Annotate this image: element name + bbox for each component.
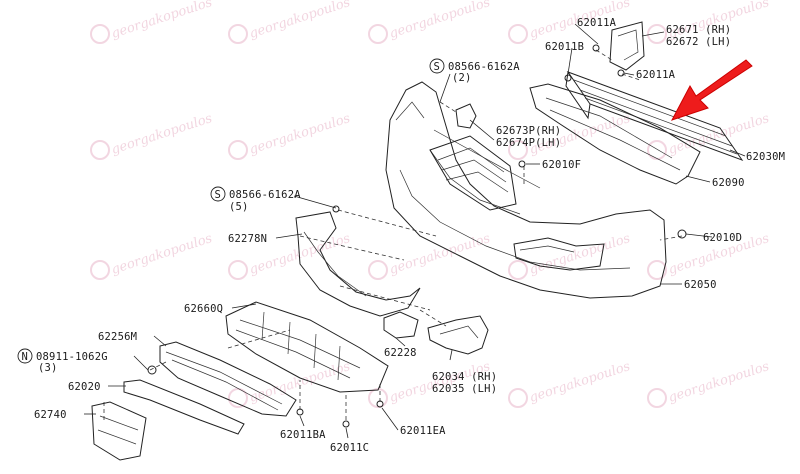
- label-62010D: 62010D: [703, 232, 742, 244]
- fog-bracket-62034: [427, 315, 489, 355]
- watermark-text: georgakopoulos: [110, 111, 215, 158]
- label-62011EA: 62011EA: [400, 425, 446, 437]
- label-62278N: 62278N: [228, 233, 267, 245]
- label-08566-top-qty: (2): [452, 72, 472, 84]
- label-62011BA: 62011BA: [280, 429, 326, 441]
- watermark-12: georgakopoulos: [368, 231, 493, 280]
- watermark-text: georgakopoulos: [248, 111, 353, 158]
- label-62674P: 62674P(LH): [496, 137, 561, 149]
- leader-lines: [84, 23, 746, 439]
- circle-s-letter: S: [215, 189, 222, 201]
- circle-s-badge-top: S: [429, 58, 445, 74]
- label-62660Q: 62660Q: [184, 303, 223, 315]
- watermark-text: georgakopoulos: [388, 0, 493, 42]
- watermark-1: georgakopoulos: [90, 0, 215, 44]
- label-62010F: 62010F: [542, 159, 581, 171]
- watermark-17: georgakopoulos: [508, 359, 633, 408]
- watermark-text: georgakopoulos: [248, 359, 353, 406]
- label-62228: 62228: [384, 347, 417, 359]
- watermark-18: georgakopoulos: [647, 359, 772, 408]
- label-62671: 62671 (RH): [666, 24, 731, 36]
- label-62034: 62034 (RH): [432, 371, 497, 383]
- watermark-7: georgakopoulos: [228, 111, 353, 160]
- label-62020: 62020: [68, 381, 101, 393]
- plate-bracket-62740: [91, 401, 147, 461]
- watermark-13: georgakopoulos: [508, 231, 633, 280]
- watermark-text: georgakopoulos: [110, 231, 215, 278]
- trim-62020: [123, 379, 245, 435]
- label-08911: 08911-1062G: [36, 351, 108, 363]
- watermark-3: georgakopoulos: [368, 0, 493, 44]
- label-08911-qty: (3): [38, 362, 58, 374]
- clips: [518, 74, 687, 239]
- label-62256M: 62256M: [98, 331, 137, 343]
- label-62035: 62035 (LH): [432, 383, 497, 395]
- circle-n-badge: N: [17, 348, 33, 364]
- circle-s-badge-mid: S: [210, 186, 226, 202]
- red-arrow-icon: [670, 59, 753, 121]
- label-62011B: 62011B: [545, 41, 584, 53]
- bumper-cover-62050: [385, 81, 667, 299]
- circle-s-letter: S: [434, 61, 441, 73]
- part-labels: 62011A 62671 (RH) 62672 (LH) 62011B 6201…: [17, 17, 785, 454]
- label-08566-top: 08566-6162A: [448, 61, 520, 73]
- lower-grille-62278N: [295, 205, 421, 317]
- energy-absorber-62090: [529, 83, 701, 185]
- label-62030M: 62030M: [746, 151, 785, 163]
- bracket-62673P: [455, 103, 477, 129]
- watermark-15: georgakopoulos: [228, 359, 353, 408]
- watermark-layer: georgakopoulos georgakopoulos georgakopo…: [90, 0, 772, 408]
- label-62740: 62740: [34, 409, 67, 421]
- watermark-6: georgakopoulos: [90, 111, 215, 160]
- watermark-text: georgakopoulos: [528, 231, 633, 278]
- watermark-text: georgakopoulos: [248, 0, 353, 42]
- label-62011A-top: 62011A: [577, 17, 617, 29]
- watermark-text: georgakopoulos: [110, 0, 215, 42]
- circle-n-letter: N: [22, 351, 29, 363]
- label-62673P: 62673P(RH): [496, 125, 561, 137]
- watermark-text: georgakopoulos: [388, 231, 493, 278]
- corner-piece-62228: [383, 311, 419, 339]
- label-08566-mid-qty: (5): [229, 201, 249, 213]
- label-62011A-mid: 62011A: [636, 69, 676, 81]
- label-62050: 62050: [684, 279, 717, 291]
- label-62090: 62090: [712, 177, 745, 189]
- label-62672: 62672 (LH): [666, 36, 731, 48]
- label-62011C: 62011C: [330, 442, 369, 454]
- watermark-text: georgakopoulos: [528, 359, 633, 406]
- label-08566-mid: 08566-6162A: [229, 189, 301, 201]
- watermark-text: georgakopoulos: [667, 359, 772, 406]
- assembly-lines: [103, 49, 683, 420]
- watermark-2: georgakopoulos: [228, 0, 353, 44]
- reinforcement-bar-62030M: [565, 70, 744, 162]
- watermark-10: georgakopoulos: [90, 231, 215, 280]
- undercover-62660Q: [225, 301, 389, 428]
- bracket-62671: [592, 21, 645, 77]
- grille-frame-62256M: [147, 341, 297, 417]
